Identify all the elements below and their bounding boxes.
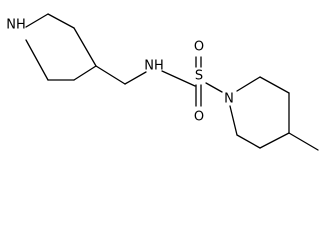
bond bbox=[73, 27, 97, 67]
atom-label-nitrogen-ring: N bbox=[224, 92, 234, 107]
bond bbox=[47, 13, 75, 29]
bond-nh-s bbox=[161, 70, 196, 87]
bond bbox=[25, 39, 49, 81]
bond bbox=[73, 65, 97, 81]
bond bbox=[229, 105, 238, 136]
structural-formula: NH NH S O O N bbox=[6, 13, 319, 151]
atom-label-oxygen-upper: O bbox=[194, 40, 204, 55]
bond bbox=[259, 76, 290, 94]
atom-label-sulfur: S bbox=[195, 69, 203, 84]
piperidine-ring-left bbox=[25, 13, 97, 81]
bond-ch2-nh bbox=[124, 71, 147, 85]
bond bbox=[25, 13, 49, 28]
bond-methyl bbox=[288, 132, 319, 151]
bond bbox=[236, 134, 261, 149]
atom-label-oxygen-lower: O bbox=[194, 110, 204, 125]
bond-s-n bbox=[205, 82, 223, 93]
atom-label-nh-ring: NH bbox=[6, 18, 26, 33]
bond bbox=[259, 132, 290, 149]
atom-label-nh-sulfonamide: NH bbox=[144, 59, 164, 74]
piperidine-ring-right bbox=[229, 76, 290, 149]
bond-ring-ch2 bbox=[95, 65, 126, 85]
bond bbox=[236, 76, 261, 92]
sulfonyl-group bbox=[195, 56, 202, 107]
